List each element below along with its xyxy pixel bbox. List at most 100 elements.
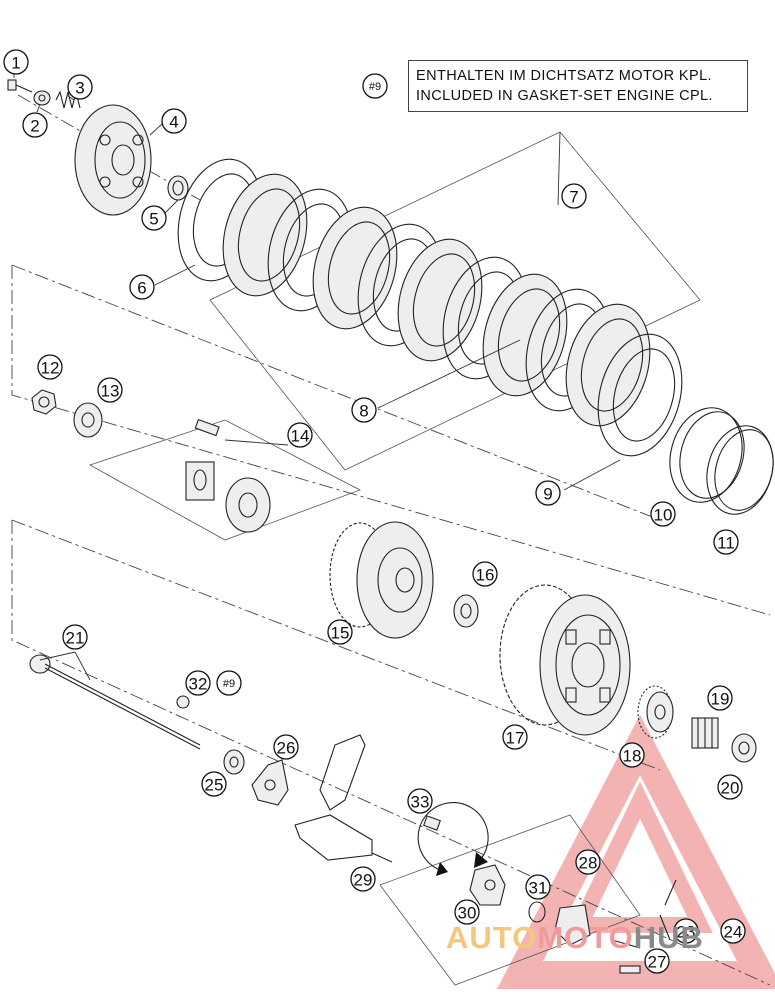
callout-number: 26 bbox=[277, 739, 296, 758]
callout-number: 13 bbox=[101, 382, 120, 401]
callout-number: 25 bbox=[205, 776, 224, 795]
callout-circle bbox=[327, 619, 353, 645]
callout-number: 3 bbox=[75, 79, 84, 98]
callout-circle bbox=[62, 624, 88, 650]
friction-plate bbox=[397, 238, 483, 362]
callout-number: 8 bbox=[359, 402, 368, 421]
damper-hub-part bbox=[185, 418, 271, 533]
nut-part bbox=[31, 389, 57, 415]
callout-circle bbox=[22, 112, 48, 138]
note-line-german: ENTHALTEN IM DICHTSATZ MOTOR KPL. bbox=[416, 68, 712, 84]
callout-3: 3 bbox=[67, 74, 93, 100]
pressure-cap-part bbox=[74, 104, 152, 216]
callout-number: 1 bbox=[11, 54, 20, 73]
callout-1: 1 bbox=[3, 49, 29, 75]
callout-circle bbox=[720, 918, 746, 944]
callout-circle bbox=[287, 422, 313, 448]
callout-number: 23 bbox=[677, 923, 696, 942]
callout-circle bbox=[673, 918, 699, 944]
callout-circle bbox=[97, 377, 123, 403]
callout-number: 18 bbox=[623, 747, 642, 766]
washer-large-part bbox=[73, 402, 103, 438]
callout-number: 7 bbox=[569, 188, 578, 207]
needle-bearing-part bbox=[691, 717, 719, 749]
pin-part bbox=[423, 815, 441, 831]
oil-pump-gear-part bbox=[637, 685, 674, 739]
callout-number: 24 bbox=[724, 923, 743, 942]
callout-circle bbox=[129, 274, 155, 300]
friction-plate bbox=[222, 173, 308, 297]
callout-number: 19 bbox=[711, 690, 730, 709]
callout-number: 30 bbox=[458, 904, 477, 923]
callout-23: 23 bbox=[673, 918, 699, 944]
callout-circle bbox=[67, 74, 93, 100]
callout-number: 5 bbox=[149, 210, 158, 229]
plate-inner-edge bbox=[612, 348, 676, 442]
callout-33: 33 bbox=[407, 788, 433, 814]
group-frames bbox=[89, 131, 701, 986]
callout-15: 15 bbox=[327, 619, 353, 645]
callout-11: 11 bbox=[713, 529, 739, 555]
callout-20: 20 bbox=[717, 774, 743, 800]
callout-circle bbox=[3, 49, 29, 75]
callout-circle bbox=[407, 788, 433, 814]
callout-circle bbox=[141, 205, 167, 231]
watermark-part-3: HUB bbox=[633, 920, 704, 955]
callout-circle bbox=[619, 742, 645, 768]
small-o-ring-part bbox=[528, 901, 546, 923]
callout-number: 9 bbox=[543, 485, 552, 504]
callout-circle bbox=[707, 685, 733, 711]
callout-24: 24 bbox=[720, 918, 746, 944]
callout-2: 2 bbox=[22, 112, 48, 138]
callout-13: 13 bbox=[97, 377, 123, 403]
seal-ring-part bbox=[176, 695, 190, 709]
plate-inner-edge bbox=[237, 188, 301, 282]
callout-21: 21 bbox=[62, 624, 88, 650]
callout-28: 28 bbox=[575, 849, 601, 875]
callout-circle bbox=[362, 73, 388, 99]
callout-number: 20 bbox=[721, 779, 740, 798]
callout-circle bbox=[525, 874, 551, 900]
spacer-washer-part bbox=[731, 733, 757, 763]
callout-number: 15 bbox=[331, 624, 350, 643]
callout-14: 14 bbox=[287, 422, 313, 448]
callout-number: 10 bbox=[654, 506, 673, 525]
gasket-note-box: ENTHALTEN IM DICHTSATZ MOTOR KPL. INCLUD… bbox=[408, 60, 748, 112]
friction-plate bbox=[482, 273, 568, 397]
primary-gear-part bbox=[329, 521, 434, 639]
callout-number: 29 bbox=[354, 871, 373, 890]
callout-10: 10 bbox=[650, 501, 676, 527]
callout-circle bbox=[454, 899, 480, 925]
watermark-text: AUTOMOTOHUB bbox=[446, 920, 704, 956]
callout-circle bbox=[201, 771, 227, 797]
clutch-plates bbox=[177, 158, 683, 457]
bolt-part bbox=[7, 79, 33, 93]
callout-circle bbox=[575, 849, 601, 875]
callout-26: 26 bbox=[273, 734, 299, 760]
clutch-basket-part bbox=[499, 584, 631, 736]
callout-circle bbox=[717, 774, 743, 800]
clutch-lever-bracket-part bbox=[294, 734, 393, 863]
callout-circle bbox=[273, 734, 299, 760]
callout-30: 30 bbox=[454, 899, 480, 925]
callout-circle bbox=[351, 397, 377, 423]
watermark-part-1: AUTO bbox=[446, 920, 538, 955]
release-bearing-part bbox=[223, 749, 245, 775]
callout-number: 4 bbox=[169, 113, 178, 132]
callout-circle bbox=[350, 866, 376, 892]
callout-circle bbox=[713, 529, 739, 555]
leader-lines bbox=[13, 72, 621, 681]
friction-plate bbox=[312, 206, 398, 330]
callout-ref-9: #9 bbox=[216, 670, 242, 696]
callout-27: 27 bbox=[644, 948, 670, 974]
friction-plate bbox=[565, 303, 651, 427]
bearing-part bbox=[167, 175, 189, 201]
callout-note-ref-9: #9 bbox=[362, 73, 388, 99]
callout-number: 33 bbox=[411, 793, 430, 812]
callout-4: 4 bbox=[161, 108, 187, 134]
callout-31: 31 bbox=[525, 874, 551, 900]
thrust-washer-part bbox=[453, 594, 479, 628]
callout-18: 18 bbox=[619, 742, 645, 768]
plate-inner-edge bbox=[497, 288, 561, 382]
slave-cylinder-part bbox=[554, 904, 591, 946]
